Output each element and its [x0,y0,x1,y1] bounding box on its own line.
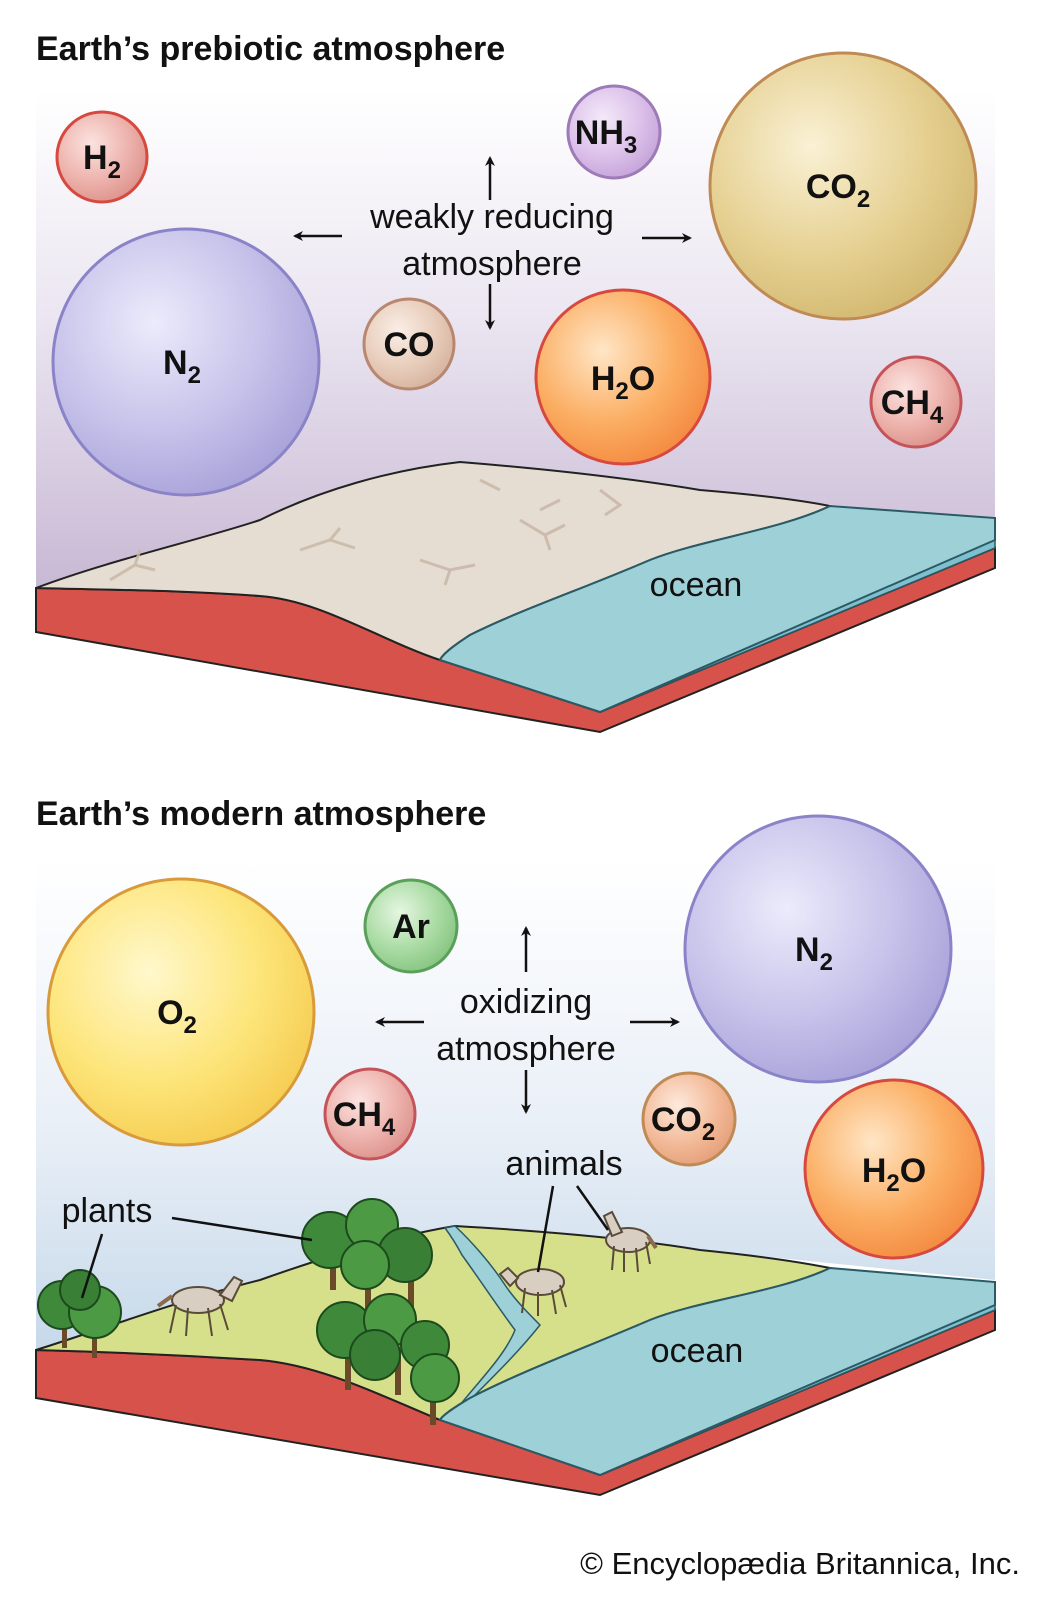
molecule-co: CO [362,297,456,391]
svg-text:H2O: H2O [591,360,655,405]
svg-text:CO2: CO2 [651,1101,715,1146]
tree-cluster-center [301,1198,460,1425]
animals-leaders [536,1185,610,1273]
modern-center-label-line1: oxidizing [460,983,592,1021]
molecule-h2o: H2O [803,1078,985,1260]
panel-title-prebiotic: Earth’s prebiotic atmosphere [36,30,506,68]
plants-leaders [80,1216,313,1299]
molecule-ar: Ar [363,878,459,974]
svg-text:N2: N2 [795,931,833,976]
horse-river [498,1266,567,1316]
molecule-ch4: CH4 [869,355,963,449]
molecule-h2o: H2O [534,288,712,466]
svg-text:CH4: CH4 [881,384,944,429]
prebiotic-ocean [438,504,996,714]
molecule-n2: N2 [683,814,953,1084]
molecule-nh3: NH3 [566,84,662,180]
prebiotic-ocean-label: ocean [650,566,743,604]
horse-left [156,1275,244,1337]
svg-text:H2O: H2O [862,1152,926,1197]
svg-text:CO2: CO2 [806,168,870,213]
modern-ocean-label: ocean [651,1332,744,1370]
molecule-o2: O2 [46,877,316,1147]
svg-text:NH3: NH3 [575,114,637,159]
svg-text:CO: CO [384,326,435,364]
copyright-credit: © Encyclopædia Britannica, Inc. [580,1546,1020,1581]
modern-center-label-line2: atmosphere [436,1030,616,1068]
animals-label: animals [505,1145,622,1183]
tree-cluster-left [37,1269,122,1358]
molecule-ch4: CH4 [323,1067,417,1161]
prebiotic-arrows [293,156,692,330]
molecule-h2: H2 [55,110,149,204]
svg-text:O2: O2 [157,994,197,1039]
modern-arrows [375,926,680,1114]
plants-label: plants [62,1192,153,1230]
svg-text:CH4: CH4 [333,1096,396,1141]
molecule-co2: CO2 [708,51,978,321]
prebiotic-center-label-line2: atmosphere [402,245,582,283]
svg-text:N2: N2 [163,344,201,389]
modern-panel: ocean [35,814,996,1497]
modern-ocean [438,1266,996,1477]
panel-title-modern: Earth’s modern atmosphere [36,795,487,833]
prebiotic-panel: ocean H2 NH3 CO2 N2 CO [35,51,996,734]
horse-right [602,1210,658,1273]
prebiotic-center-label-line1: weakly reducing [369,198,614,236]
svg-text:H2: H2 [83,139,121,184]
prebiotic-land-cracks [109,478,623,586]
molecule-n2: N2 [51,227,321,497]
svg-text:Ar: Ar [392,908,430,946]
molecule-co2: CO2 [641,1071,737,1167]
